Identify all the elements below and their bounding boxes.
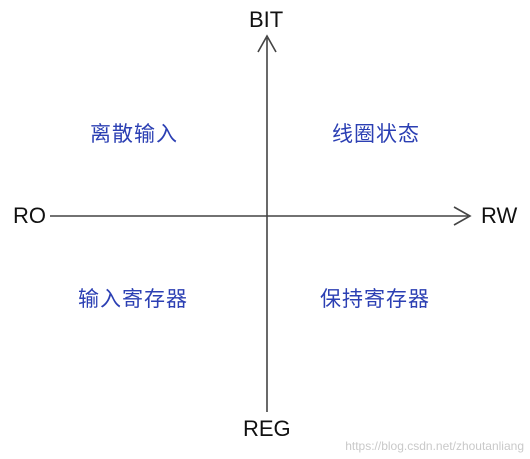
axis-label-left: RO (13, 203, 46, 228)
quadrant-label-top-right: 线圈状态 (332, 122, 420, 146)
right-arrow-icon (453, 206, 472, 226)
quadrant-label-bottom-left: 输入寄存器 (78, 287, 188, 311)
axis-label-right: RW (481, 203, 518, 228)
quadrant-label-bottom-right: 保持寄存器 (320, 287, 430, 311)
axis-label-bottom: REG (243, 416, 291, 441)
axis-label-top: BIT (249, 7, 284, 32)
up-arrow-icon (257, 34, 277, 53)
watermark-text: https://blog.csdn.net/zhoutanliang (345, 439, 524, 453)
quadrant-label-top-left: 离散输入 (90, 122, 178, 146)
